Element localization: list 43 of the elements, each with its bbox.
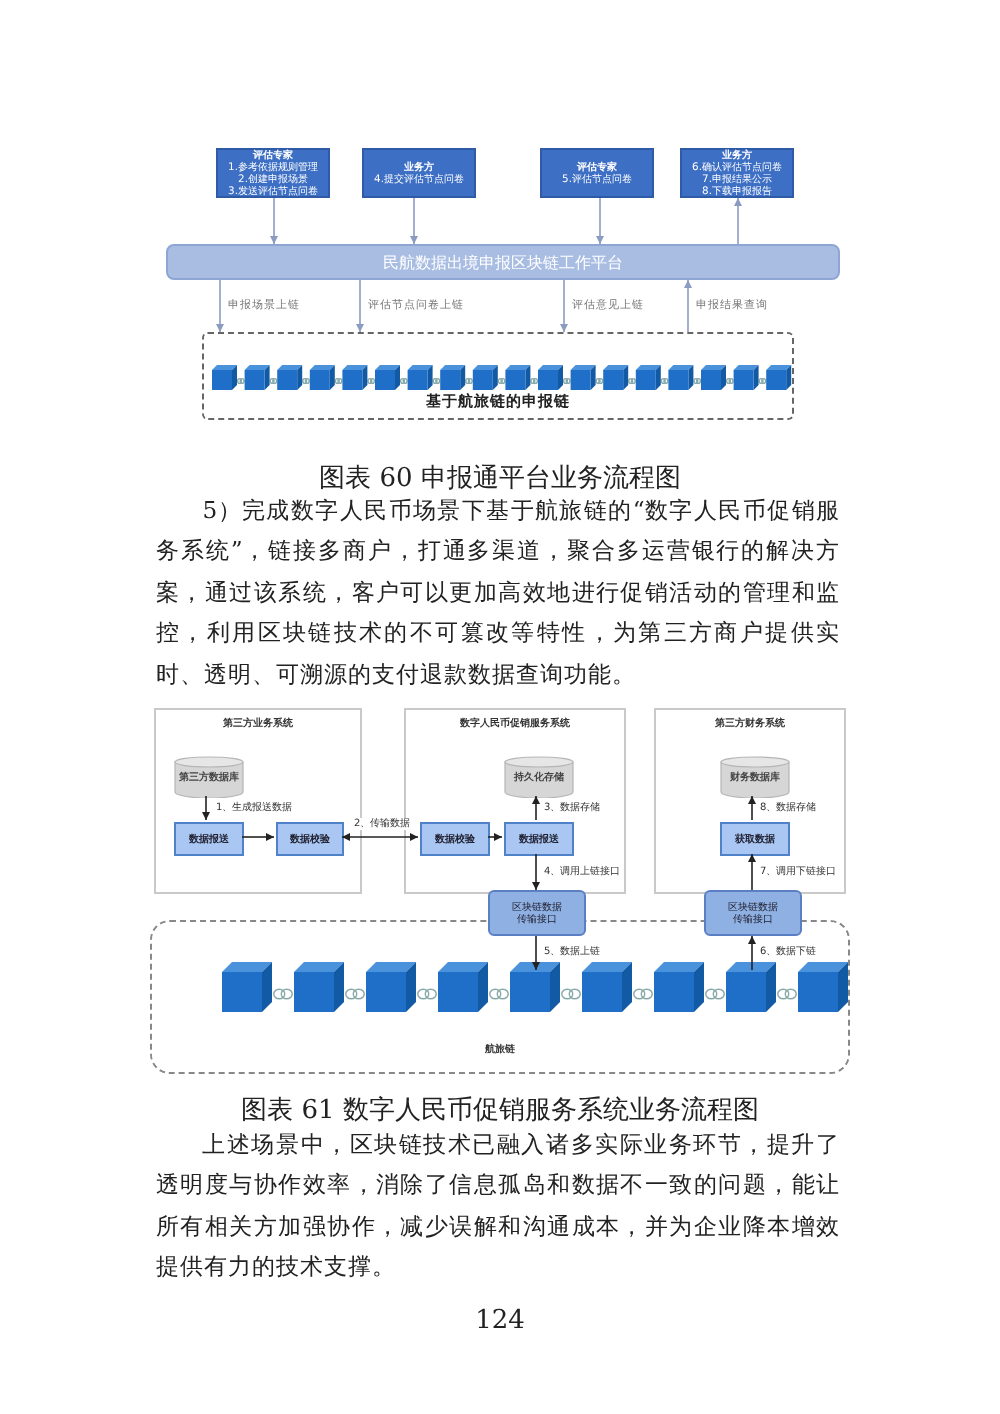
process-box <box>276 822 344 856</box>
arrow <box>532 935 540 971</box>
process-box <box>540 148 654 198</box>
arrow <box>216 279 224 333</box>
platform-band <box>166 244 840 280</box>
interface-box <box>488 890 586 936</box>
arrow <box>748 935 756 971</box>
arrow <box>734 197 742 245</box>
figure-caption: 图表 61 数字人民币促销服务系统业务流程图 <box>239 1094 761 1128</box>
arrow <box>748 795 756 821</box>
arrow <box>410 197 418 245</box>
arrow <box>202 795 210 821</box>
arrow <box>596 197 604 245</box>
arrow <box>560 279 568 333</box>
process-box <box>504 822 574 856</box>
process-box <box>174 822 244 856</box>
arrow <box>356 279 364 333</box>
process-box <box>362 148 476 198</box>
arrow <box>487 833 503 841</box>
band-title: 民航数据出境申报区块链工作平台 <box>383 251 623 273</box>
arrow <box>532 853 540 891</box>
process-box <box>420 822 490 856</box>
process-box <box>680 148 794 198</box>
process-box <box>720 822 790 856</box>
body-paragraph: 5）完成数字人民币场景下基于航旅链的“数字人民币促销服务系统”，链接多商户，打通多渠道，聚合多运营银行的解决方案，通过该系统，客户可以更加高效地进行促销活动的管理和监控，利用区块链技术的不可篡改等特性，为第三方商户提供实时、透明、可溯源的支付退款数据查询功能。 <box>156 494 840 692</box>
body-paragraph: 上述场景中，区块链技术已融入诸多实际业务环节，提升了透明度与协作效率，消除了信息孤岛和数据不一致的问题，能让所有相关方加强协作，减少误解和沟通成本，并为企业降本增效提供有力的技术支撑。 <box>156 1128 840 1285</box>
arrow <box>270 197 278 245</box>
page-number: 124 <box>473 1306 527 1336</box>
arrow <box>241 833 275 841</box>
chain-region <box>150 920 850 1074</box>
database-cylinder <box>720 756 790 798</box>
process-box <box>216 148 330 198</box>
arrow <box>684 279 692 333</box>
arrow <box>341 833 419 841</box>
arrow <box>748 853 756 891</box>
chain-region <box>202 332 794 420</box>
system-panel <box>154 708 362 894</box>
interface-box <box>704 890 802 936</box>
database-cylinder <box>174 756 244 798</box>
figure-caption: 图表 60 申报通平台业务流程图 <box>317 462 683 496</box>
database-cylinder <box>504 756 574 798</box>
system-panel <box>654 708 846 894</box>
arrow <box>532 795 540 821</box>
